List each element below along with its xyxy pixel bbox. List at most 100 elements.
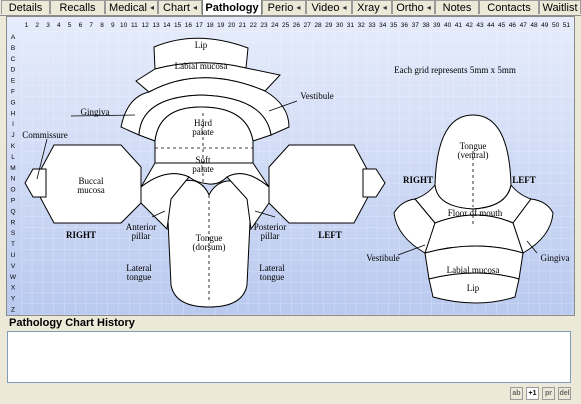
label-tongue-dorsum-1: Tongue bbox=[196, 233, 223, 243]
grid-column-number: 5 bbox=[68, 22, 72, 29]
label-hard-palate-1: Hard bbox=[194, 118, 212, 128]
grid-column-number: 2 bbox=[35, 22, 39, 29]
label-lateral-tongue-right-1: Lateral bbox=[126, 263, 152, 273]
history-toolbar: ab +1 pr del bbox=[510, 387, 571, 402]
grid-column-number: 19 bbox=[217, 22, 225, 29]
grid-column-number: 3 bbox=[46, 22, 50, 29]
lower-gingiva-region[interactable] bbox=[512, 198, 554, 254]
label-lower-labial-mucosa: Labial mucosa bbox=[447, 265, 500, 275]
tab-bar: Details Recalls Medical◂ Chart◂ Patholog… bbox=[0, 0, 581, 16]
grid-row-letter: B bbox=[11, 45, 15, 52]
tab-waitlist[interactable]: Waitlist bbox=[539, 0, 581, 14]
grid-row-letter: A bbox=[11, 34, 16, 41]
grid-row-letter: G bbox=[10, 99, 15, 106]
grid-row-letter: W bbox=[10, 274, 17, 281]
grid-column-number: 13 bbox=[152, 22, 160, 29]
grid-column-number: 4 bbox=[57, 22, 61, 29]
grid-column-number: 21 bbox=[239, 22, 247, 29]
label-anterior-pillar-1: Anterior bbox=[126, 222, 157, 232]
tab-video[interactable]: Video◂ bbox=[306, 0, 352, 14]
grid-column-number: 10 bbox=[120, 22, 128, 29]
grid-column-number: 7 bbox=[89, 22, 93, 29]
grid-column-number: 16 bbox=[185, 22, 193, 29]
grid-column-number: 40 bbox=[444, 22, 452, 29]
chevron-down-icon[interactable]: ◂ bbox=[192, 3, 197, 12]
tab-perio[interactable]: Perio◂ bbox=[262, 0, 306, 14]
grid-row-letter: T bbox=[11, 241, 15, 248]
label-upper-labial-mucosa: Labial mucosa bbox=[175, 61, 228, 71]
label-buccal-mucosa-1: Buccal bbox=[79, 176, 104, 186]
chevron-down-icon[interactable]: ◂ bbox=[149, 3, 154, 12]
tab-xray[interactable]: Xray◂ bbox=[352, 0, 392, 14]
grid-column-number: 33 bbox=[368, 22, 376, 29]
label-lateral-tongue-left-1: Lateral bbox=[259, 263, 285, 273]
label-tongue-dorsum-2: (dorsum) bbox=[193, 242, 226, 252]
add-one-button[interactable]: +1 bbox=[526, 387, 539, 400]
grid-column-number: 48 bbox=[530, 22, 538, 29]
buccal-mucosa-left-region[interactable] bbox=[268, 144, 376, 224]
grid-column-number: 49 bbox=[541, 22, 549, 29]
label-posterior-pillar-2: pillar bbox=[261, 231, 280, 241]
posterior-pillar-region[interactable] bbox=[226, 173, 270, 231]
grid-row-letter: V bbox=[11, 263, 16, 270]
grid-row-letter: U bbox=[11, 252, 16, 259]
grid-column-number: 39 bbox=[433, 22, 441, 29]
grid-row-letter: R bbox=[11, 219, 16, 226]
history-textarea[interactable] bbox=[7, 331, 571, 383]
tab-pathology[interactable]: Pathology bbox=[202, 0, 262, 15]
grid-row-letter: L bbox=[11, 154, 15, 161]
grid-row-letter: Q bbox=[10, 208, 15, 215]
chevron-down-icon[interactable]: ◂ bbox=[382, 3, 387, 12]
history-title: Pathology Chart History bbox=[9, 317, 135, 329]
delete-button[interactable]: del bbox=[558, 387, 571, 400]
grid-row-letter: J bbox=[11, 132, 14, 139]
grid-column-number: 28 bbox=[314, 22, 322, 29]
grid-column-number: 50 bbox=[552, 22, 560, 29]
chevron-down-icon[interactable]: ◂ bbox=[296, 3, 301, 12]
grid-column-number: 11 bbox=[131, 22, 138, 29]
tab-medical[interactable]: Medical◂ bbox=[105, 0, 158, 14]
edit-button[interactable]: ab bbox=[510, 387, 523, 400]
label-tongue-ventral-1: Tongue bbox=[460, 141, 487, 151]
label-buccal-mucosa-2: mucosa bbox=[77, 185, 105, 195]
grid-column-number: 17 bbox=[196, 22, 204, 29]
label-right-floor: RIGHT bbox=[403, 175, 433, 185]
grid-column-number: 29 bbox=[325, 22, 333, 29]
commissure-right-region[interactable] bbox=[24, 168, 47, 198]
grid-column-number: 45 bbox=[498, 22, 506, 29]
grid-row-letter: P bbox=[11, 198, 15, 205]
grid-row-letter: E bbox=[11, 78, 16, 85]
label-grid-note: Each grid represents 5mm x 5mm bbox=[394, 65, 516, 75]
chevron-down-icon[interactable]: ◂ bbox=[342, 3, 347, 12]
tab-ortho[interactable]: Ortho◂ bbox=[392, 0, 435, 14]
grid-column-number: 15 bbox=[174, 22, 182, 29]
grid-column-number: 37 bbox=[412, 22, 420, 29]
grid-row-letter: X bbox=[11, 285, 16, 292]
label-lateral-tongue-right-2: tongue bbox=[127, 272, 152, 282]
grid-column-number: 8 bbox=[100, 22, 104, 29]
print-button[interactable]: pr bbox=[542, 387, 555, 400]
grid-column-number: 23 bbox=[260, 22, 268, 29]
anterior-pillar-region[interactable] bbox=[140, 173, 190, 231]
grid-row-letter: O bbox=[10, 187, 15, 194]
tab-recalls[interactable]: Recalls bbox=[50, 0, 105, 14]
hard-palate-region[interactable] bbox=[154, 106, 254, 164]
tab-details[interactable]: Details bbox=[1, 0, 50, 14]
tab-notes[interactable]: Notes bbox=[435, 0, 479, 14]
commissure-left-region[interactable] bbox=[362, 168, 386, 198]
grid-column-number: 24 bbox=[271, 22, 279, 29]
tab-chart[interactable]: Chart◂ bbox=[158, 0, 202, 14]
grid-column-number: 14 bbox=[163, 22, 171, 29]
label-tongue-ventral-2: (ventral) bbox=[458, 150, 489, 160]
lower-lip-region[interactable] bbox=[428, 272, 520, 304]
chevron-down-icon[interactable]: ◂ bbox=[426, 3, 431, 12]
grid-column-number: 46 bbox=[509, 22, 517, 29]
tab-contacts[interactable]: Contacts bbox=[479, 0, 539, 14]
grid-column-number: 44 bbox=[487, 22, 495, 29]
label-soft-palate-2: palate bbox=[192, 164, 214, 174]
label-gingiva: Gingiva bbox=[81, 107, 110, 117]
